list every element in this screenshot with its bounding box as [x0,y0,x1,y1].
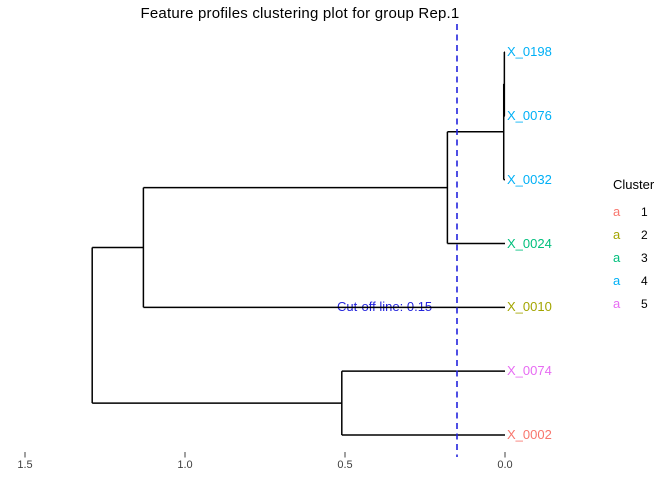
plot-title: Feature profiles clustering plot for gro… [140,5,460,22]
legend-key-glyph: a [613,273,621,288]
axis-tick-label: 1.0 [177,459,193,471]
leaf-label-x_0010: X_0010 [507,299,552,315]
leaf-label-x_0076: X_0076 [507,107,552,123]
axis-tick-label: 1.5 [17,459,33,471]
legend-entry-label: 5 [641,296,648,311]
legend-key-glyph: a [613,204,621,219]
leaf-label-x_0024: X_0024 [507,235,552,251]
legend-entry-label: 3 [641,250,648,265]
legend-title: Cluster [613,177,655,192]
legend-entry-label: 4 [641,273,648,288]
leaf-label-x_0074: X_0074 [507,363,552,379]
leaf-label-x_0198: X_0198 [507,44,552,59]
axis-tick-label: 0.5 [337,459,353,471]
axis-tick-label: 0.0 [497,459,513,471]
legend-entry-label: 2 [641,227,648,242]
legend-key-glyph: a [613,250,621,265]
legend-entry-label: 1 [641,204,648,219]
leaf-label-x_0032: X_0032 [507,171,552,187]
leaf-label-x_0002: X_0002 [507,427,552,442]
legend-key-glyph: a [613,296,621,311]
cutoff-label: Cut-off line: 0.15 [337,299,433,315]
legend-key-glyph: a [613,227,621,242]
